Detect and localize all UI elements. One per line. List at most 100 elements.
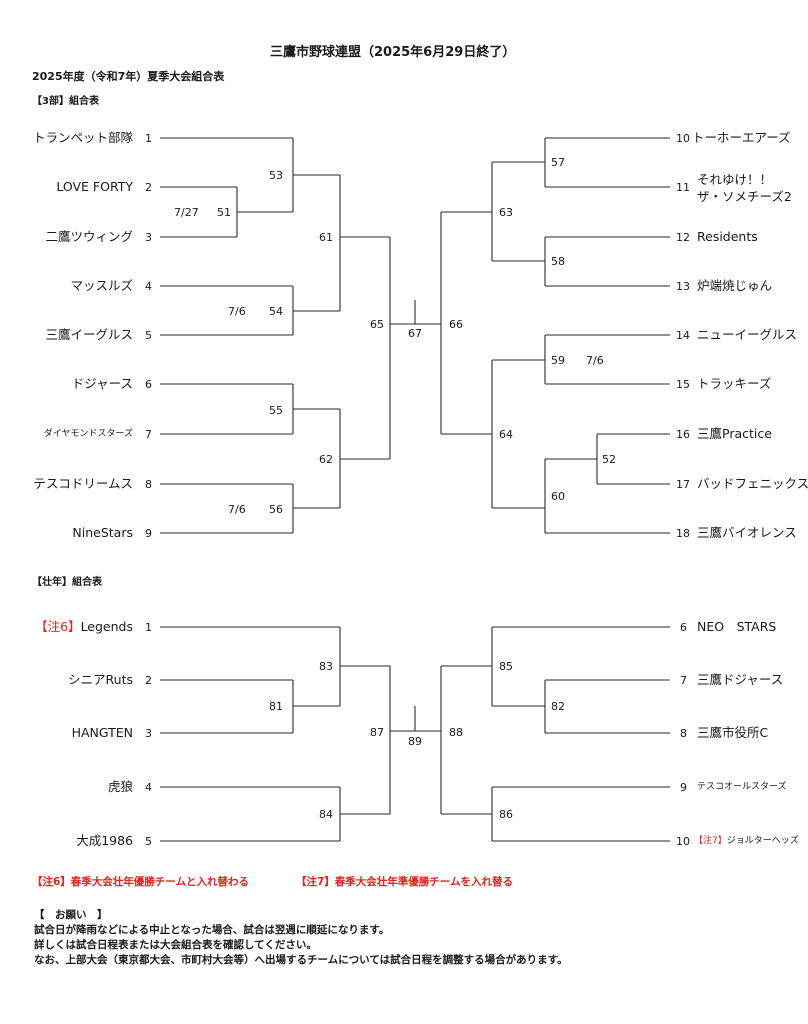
- team-name: それゆけ！！: [697, 172, 773, 187]
- team-seed: 3: [145, 231, 152, 244]
- team-name: 炉端焼じゅん: [697, 278, 773, 293]
- game-number: 66: [449, 318, 463, 331]
- request-line: 詳しくは試合日程表または大会組合表を確認してください。: [34, 939, 317, 951]
- team-name: ダイヤモンドスターズ: [43, 429, 133, 439]
- game-number: 88: [449, 726, 463, 739]
- team-seed: 3: [145, 727, 152, 740]
- page-subtitle: 2025年度（令和7年）夏季大会組合表: [32, 70, 225, 83]
- game-date: 7/6: [228, 503, 246, 516]
- team-seed: 15: [676, 378, 690, 391]
- team-name: ニューイーグルス: [697, 327, 798, 342]
- request-line: 試合日が降雨などによる中止となった場合、試合は翌週に順延になります。: [34, 924, 390, 936]
- team-name: バッドフェニックス: [697, 476, 808, 491]
- game-number: 60: [551, 490, 565, 503]
- team-seed: 5: [145, 329, 152, 342]
- team-seed: 12: [676, 231, 690, 244]
- team-name-text: Legends: [80, 619, 133, 634]
- game-number: 59: [551, 354, 565, 367]
- team-seed: 8: [680, 727, 687, 740]
- team-name: 【注7】ジョルターヘッズ: [694, 837, 799, 846]
- request-line: なお、上部大会（東京都大会、市町村大会等）へ出場するチームについては試合日程を調…: [34, 954, 568, 966]
- game-number: 56: [269, 503, 283, 516]
- team-name: トラッキーズ: [697, 376, 772, 391]
- team-name: 大成1986: [76, 833, 133, 848]
- game-number: 57: [551, 156, 565, 169]
- team-seed: 5: [145, 835, 152, 848]
- team-seed: 1: [145, 132, 152, 145]
- page-title: 三鷹市野球連盟（2025年6月29日終了）: [270, 45, 516, 60]
- team-seed: 14: [676, 329, 690, 342]
- team-name: トーホーエアーズ: [692, 130, 791, 145]
- team-seed: 1: [145, 621, 152, 634]
- team-seed: 13: [676, 280, 690, 293]
- team-seed: 18: [676, 527, 690, 540]
- team-name: Residents: [697, 229, 758, 244]
- game-number: 81: [269, 700, 283, 713]
- team-name: テスコドリームス: [33, 476, 133, 491]
- team-name-line2: ザ・ソメチーズ2: [697, 189, 792, 204]
- game-number: 86: [499, 808, 513, 821]
- div3-label: 【3部】組合表: [32, 96, 99, 107]
- request-heading: 【 お願い 】: [34, 909, 108, 921]
- team-name: NEO STARS: [697, 619, 777, 634]
- game-number: 51: [217, 206, 231, 219]
- team-name-text: ジョルターヘッズ: [726, 836, 799, 846]
- game-number: 54: [269, 305, 283, 318]
- game-number: 55: [269, 404, 283, 417]
- game-number: 62: [319, 453, 333, 466]
- game-number: 82: [551, 700, 565, 713]
- game-number: 87: [370, 726, 384, 739]
- team-name: 三鷹市役所C: [697, 725, 769, 740]
- team-seed: 17: [676, 478, 690, 491]
- team-seed: 7: [680, 674, 687, 687]
- game-number: 67: [408, 327, 422, 340]
- team-name: マッスルズ: [70, 278, 133, 293]
- team-name: 虎狼: [107, 779, 133, 794]
- game-number: 63: [499, 206, 513, 219]
- team-seed: 9: [680, 781, 687, 794]
- team-seed: 8: [145, 478, 152, 491]
- note-6: 【注6】春季大会壮年優勝チームと入れ替わる: [32, 876, 249, 888]
- game-date: 7/6: [586, 354, 604, 367]
- game-number: 83: [319, 660, 333, 673]
- team-seed: 10: [676, 132, 690, 145]
- team-name: LOVE FORTY: [56, 179, 133, 194]
- team-name: 三鷹ドジャース: [697, 672, 784, 687]
- game-number: 89: [408, 735, 422, 748]
- team-seed: 2: [145, 181, 152, 194]
- team-name: 三鷹バイオレンス: [697, 525, 797, 540]
- team-seed: 7: [145, 428, 152, 441]
- note-7: 【注7】春季大会壮年準優勝チームを入れ替る: [296, 876, 513, 888]
- team-seed: 4: [145, 781, 152, 794]
- team-name: トランペット部隊: [32, 130, 133, 145]
- game-number: 85: [499, 660, 513, 673]
- team-seed: 2: [145, 674, 152, 687]
- team-name: 二鷹ツウィング: [45, 229, 133, 244]
- team-note: 【注7】: [694, 836, 727, 846]
- game-date: 7/27: [174, 206, 199, 219]
- team-seed: 4: [145, 280, 152, 293]
- senior-label: 【壮年】組合表: [32, 577, 102, 588]
- game-number: 52: [602, 453, 616, 466]
- team-name: HANGTEN: [71, 725, 133, 740]
- game-number: 84: [319, 808, 333, 821]
- game-date: 7/6: [228, 305, 246, 318]
- team-name: シニアRuts: [68, 672, 133, 687]
- team-seed: 6: [680, 621, 687, 634]
- team-name: ドジャース: [71, 376, 133, 391]
- game-number: 53: [269, 169, 283, 182]
- team-name: 【注6】Legends: [35, 619, 133, 634]
- team-seed: 11: [676, 181, 690, 194]
- game-number: 58: [551, 255, 565, 268]
- team-seed: 10: [676, 835, 690, 848]
- team-name: 三鷹イーグルス: [45, 327, 133, 342]
- game-number: 65: [370, 318, 384, 331]
- team-seed: 6: [145, 378, 152, 391]
- game-number: 61: [319, 231, 333, 244]
- team-name: NineStars: [72, 525, 133, 540]
- game-number: 64: [499, 428, 513, 441]
- team-seed: 16: [676, 428, 690, 441]
- team-name: テスコオールスターズ: [697, 782, 787, 792]
- team-name: 三鷹Practice: [697, 426, 772, 441]
